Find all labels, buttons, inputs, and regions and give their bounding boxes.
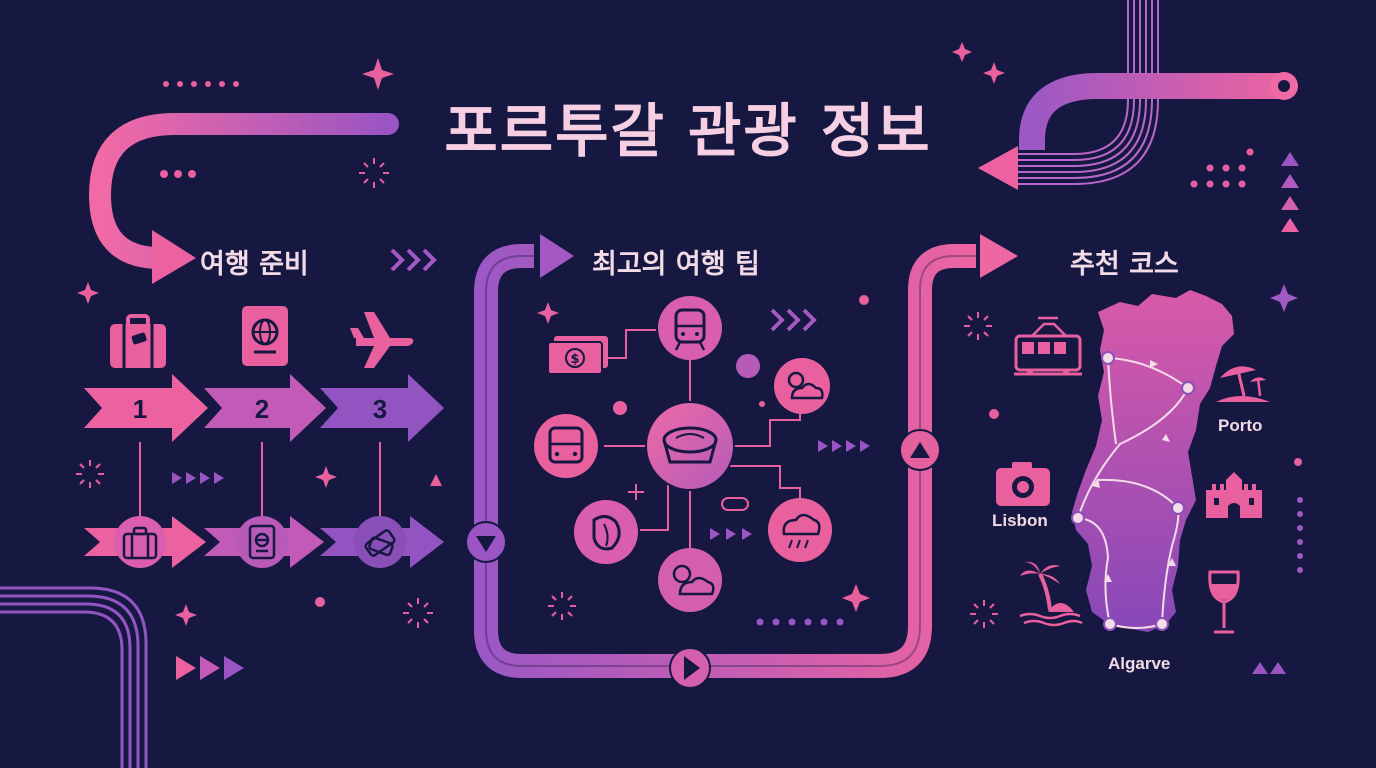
step-number: 1 [133,394,147,424]
dot-decor [989,409,999,419]
play-button[interactable] [669,647,711,689]
palm-beach-icon [1019,561,1083,627]
step-arrow-1: 1 [84,374,208,442]
section-title-tips: 최고의 여행 팁 [592,249,760,280]
flow-path-center [474,234,1018,678]
route-stops [1071,351,1195,631]
burst-icon [970,600,998,628]
sparkle-icon [175,604,197,626]
decor-triangles-right [1281,152,1299,232]
train-icon [658,296,722,360]
sparkle-icon [952,42,972,62]
pastel-de-nata-icon [645,401,735,491]
passport-icon [242,306,288,366]
money-icon: $ [547,336,608,375]
decor-dots-bottom [756,618,844,626]
sparkle-icon [315,466,337,488]
step-arrow-2: 2 [204,374,326,442]
bottom-left-arc [0,586,148,768]
burst-icon [548,592,576,620]
vertical-dots-decor [1297,497,1303,573]
section-title-prep: 여행 준비 [200,249,309,280]
down-triangle-icon [476,536,496,552]
intro-curved-arrow [88,113,399,284]
sparkle-icon [1270,284,1298,312]
sparkle-icon [362,58,394,90]
camera-icon [996,462,1050,506]
shell-icon [574,500,638,564]
page-title: 포르투갈 관광 정보 [444,97,932,165]
play-triangles-icon [176,656,244,680]
ticket-icon [364,529,396,557]
airplane-icon [350,312,414,368]
city-label-lisbon: Lisbon [992,511,1048,530]
small-arrows-icon [172,472,224,484]
return-curved-arrow [978,0,1298,190]
chevrons-icon [390,248,437,272]
burst-icon [964,312,992,340]
tram-icon [1014,316,1082,376]
up-button[interactable] [899,429,941,471]
sun-cloud-icon [658,548,722,612]
chevrons-icon [770,308,817,332]
small-arrows-icon [710,528,752,540]
decor-dots-top-left [160,81,239,178]
city-label-algarve: Algarve [1108,654,1171,673]
suitcase-icon [110,314,166,368]
passport-icon [248,524,276,560]
burst-icon [403,598,433,628]
burst-icon [76,460,104,488]
castle-icon [1206,472,1262,518]
weather-icon [774,358,830,414]
plus-decor [628,484,644,500]
step-arrow-3: 3 [320,374,444,442]
triangle-decor [430,474,442,486]
down-button[interactable] [465,521,507,563]
prep-section: 1 2 3 [76,248,444,628]
dot-decor [736,354,760,378]
decor-triangles-bottom-right [1252,662,1286,674]
tips-connectors [604,329,801,550]
course-section [964,284,1303,674]
dot-decor [315,597,325,607]
city-label-porto: Porto [1218,416,1263,435]
route-arrowheads [1092,360,1176,582]
step-number: 2 [255,394,269,424]
up-triangle-icon [910,442,930,458]
bus-icon [534,414,598,478]
dot-decor [1294,458,1302,466]
section-title-course: 추천 코스 [1070,249,1179,280]
dot-decor [759,401,765,407]
decor-dots-top-right [1190,148,1254,188]
svg-text:$: $ [570,352,579,367]
sparkle-icon [77,282,99,304]
sparkle-icon [842,584,870,612]
step-number: 3 [373,394,387,424]
step-connectors [139,442,381,516]
wine-glass-icon [1208,570,1240,634]
sparkle-icon [537,302,559,324]
portugal-map [1072,290,1234,632]
play-icon [684,656,700,680]
burst-icon [359,158,389,188]
sparkle-icon [983,62,1005,84]
pill-decor [721,497,749,511]
beach-umbrella-icon [1216,366,1270,402]
suitcase-icon [122,526,158,560]
rain-cloud-icon [768,498,832,562]
dot-decor [613,401,627,415]
tips-section: $ [534,295,870,626]
small-arrows-icon [818,440,870,452]
dot-decor [859,295,869,305]
